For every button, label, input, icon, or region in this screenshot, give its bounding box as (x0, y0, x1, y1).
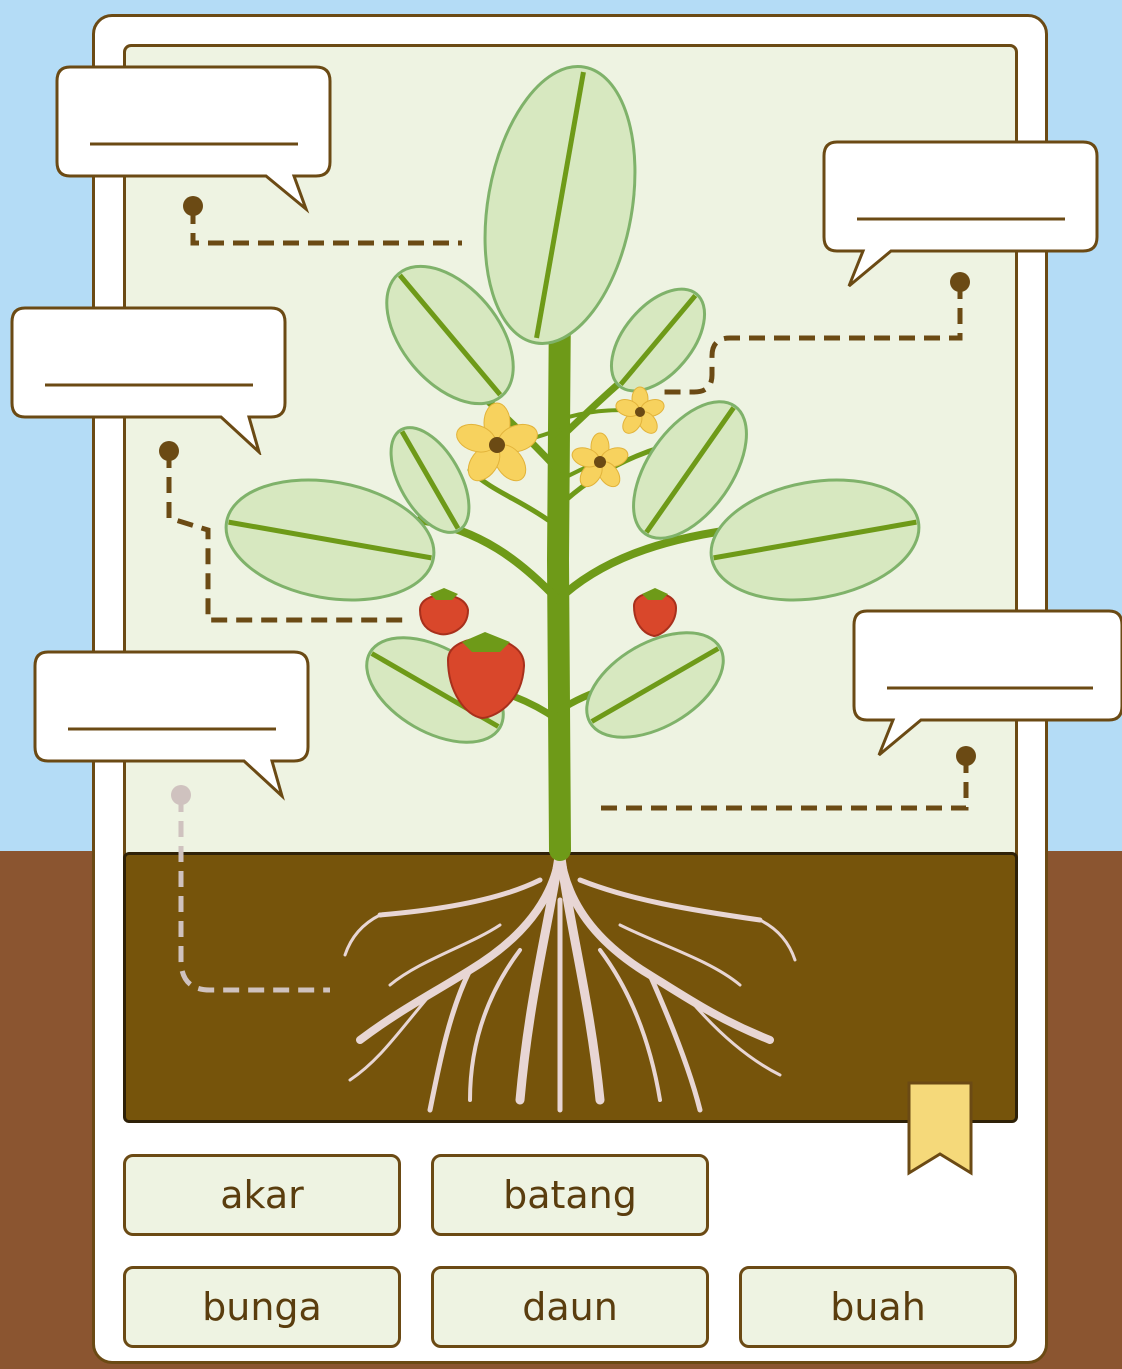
bookmark-icon (906, 1080, 974, 1176)
word-akar[interactable]: akar (123, 1154, 401, 1236)
leaf (702, 465, 929, 616)
flower (570, 433, 631, 491)
label-box[interactable] (9, 305, 291, 455)
word-daun[interactable]: daun (431, 1266, 709, 1348)
strawberry (420, 588, 468, 634)
label-box[interactable] (821, 139, 1103, 291)
word-bunga[interactable]: bunga (123, 1266, 401, 1348)
label-box[interactable] (54, 64, 336, 214)
word-batang[interactable]: batang (431, 1154, 709, 1236)
label-box[interactable] (851, 608, 1122, 760)
strawberry (634, 588, 676, 636)
flower (453, 403, 541, 487)
label-box[interactable] (32, 649, 314, 801)
word-buah[interactable]: buah (739, 1266, 1017, 1348)
flower (614, 387, 666, 437)
plant-roots (345, 850, 795, 1110)
